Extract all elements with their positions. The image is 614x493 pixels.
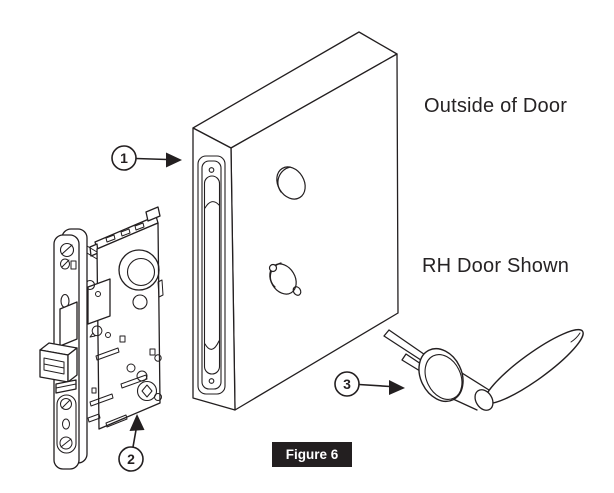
door-hand-label: RH Door Shown — [422, 255, 570, 277]
lock-case — [84, 206, 164, 430]
hub-hole — [118, 249, 160, 291]
callout-1-number: 1 — [120, 150, 128, 166]
bottom-screws — [56, 394, 77, 454]
callout-1-arrow — [135, 157, 168, 161]
cylinder-hole — [276, 166, 306, 200]
callout-2-marker — [118, 446, 144, 472]
lever-grip — [484, 328, 584, 405]
top-screw — [59, 242, 77, 270]
callout-1: 1 — [111, 145, 182, 171]
figure-badge: Figure 6 — [272, 442, 352, 467]
lever-rose — [418, 348, 464, 402]
door-mortise-pocket — [197, 155, 226, 395]
latch-bolt — [39, 342, 78, 394]
callout-3-arrow — [358, 383, 391, 388]
callout-3-number: 3 — [343, 376, 351, 392]
door — [192, 31, 399, 411]
callout-3: 3 — [334, 371, 405, 397]
spindle-follower — [136, 380, 158, 402]
deadbolt-cavity — [87, 278, 111, 325]
spindle-hole — [268, 262, 302, 296]
callout-2-arrow — [132, 429, 137, 448]
callout-2: 2 — [118, 414, 145, 472]
mortise-lock-body — [39, 206, 164, 470]
lever-handle — [383, 328, 584, 411]
callout-2-number: 2 — [127, 451, 135, 467]
callout-1-marker — [111, 145, 137, 171]
callout-3-marker — [334, 371, 360, 397]
outside-of-door-label: Outside of Door — [424, 95, 568, 117]
deadbolt-window — [59, 301, 78, 347]
